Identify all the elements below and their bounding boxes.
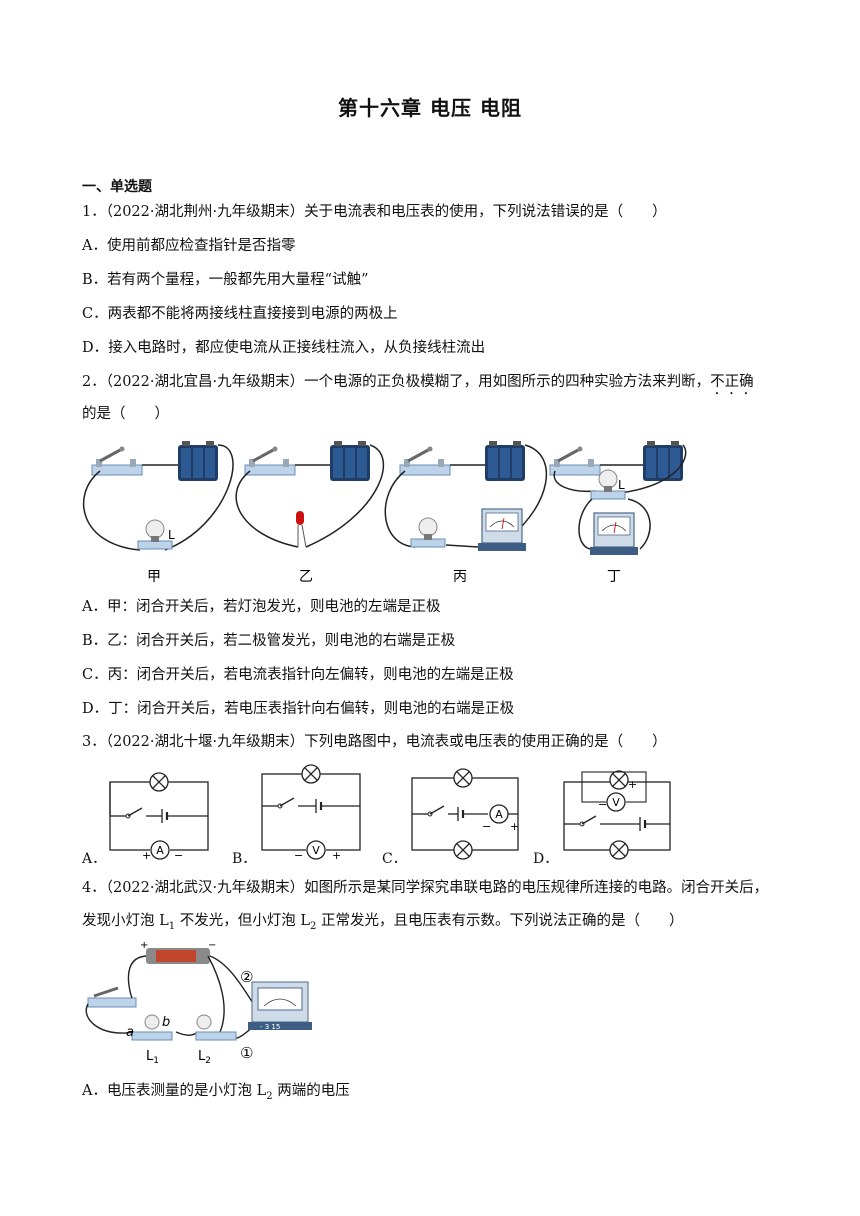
minus-a: −: [174, 849, 183, 862]
caption-jia: 甲: [147, 569, 161, 585]
q1-option-c: C．两表都不能将两接线柱直接接到电源的两极上: [82, 306, 398, 322]
label-b: b: [162, 1015, 170, 1030]
q3-option-a-label: A．: [82, 851, 107, 867]
q3-option-c-label: C．: [382, 851, 407, 867]
q2-stem-end: 的是（ ）: [82, 406, 169, 422]
q4-sub1: 1: [168, 920, 176, 932]
page-title: 第十六章 电压 电阻: [338, 96, 522, 120]
circuit-d: V − +: [563, 770, 671, 860]
plus-a: +: [142, 849, 151, 862]
q1-stem: 1．（2022·湖北荆州·九年级期末）关于电流表和电压表的使用，下列说法错误的是…: [82, 204, 667, 220]
q1-option-b: B．若有两个量程，一般都先用大量程“试触”: [82, 272, 369, 288]
caption-yi: 乙: [299, 569, 313, 585]
voltmeter-ticks: - 3 15: [260, 1023, 280, 1031]
meter-label-a: A: [156, 844, 164, 857]
plus-c: +: [510, 820, 519, 833]
experiment-ding: L: [548, 441, 687, 556]
meter-label-c: A: [495, 808, 503, 821]
caption-bing: 丙: [453, 569, 467, 585]
circuit-a: A + −: [109, 772, 209, 862]
circuit-b: V − +: [261, 764, 361, 862]
battery-plus: +: [140, 940, 148, 951]
experiment-bing: [384, 441, 548, 552]
q1-option-a: A．使用前都应检查指针是否指零: [82, 238, 296, 254]
label-a: a: [126, 1025, 134, 1040]
q4-option-a-text-end: 两端的电压: [272, 1083, 350, 1099]
q3-option-b-label: B．: [232, 851, 257, 867]
battery-minus: −: [208, 940, 216, 951]
plus-d: +: [628, 778, 637, 791]
q2-stem-text: 2．（2022·湖北宜昌·九年级期末）一个电源的正负极模糊了，用如图所示的四种实…: [82, 374, 711, 390]
q4-option-a-text: A．电压表测量的是小灯泡 L: [82, 1083, 267, 1099]
experiment-yi: [235, 441, 385, 548]
minus-b: −: [294, 849, 303, 862]
label-circle-2: ②: [240, 968, 253, 986]
q1-option-d: D．接入电路时，都应使电流从正接线柱流入，从负接线柱流出: [82, 340, 486, 356]
lamp-label-jia: L: [168, 528, 175, 542]
caption-ding: 丁: [607, 569, 621, 585]
q4-figure: + − - 3 15 a b L1 L2 ① ②: [85, 940, 312, 1066]
q4-option-a: A．电压表测量的是小灯泡 L2 两端的电压: [82, 1081, 350, 1107]
minus-c: −: [482, 820, 491, 833]
label-l1: L1: [146, 1049, 159, 1066]
q3-stem: 3．（2022·湖北十堰·九年级期末）下列电路图中，电流表或电压表的使用正确的是…: [82, 734, 667, 750]
plus-b: +: [332, 849, 341, 862]
section-heading: 一、单选题: [82, 179, 152, 195]
experiment-jia: L: [82, 441, 234, 551]
q4-sub2: 2: [309, 920, 317, 932]
q4-stem-part2: 不发光，但小灯泡 L: [175, 913, 310, 929]
q2-option-d: D．丁：闭合开关后，若电压表指针向右偏转，则电池的右端是正极: [82, 701, 515, 717]
q4-option-a-sub: 2: [266, 1090, 273, 1102]
circuit-c: A − +: [411, 768, 519, 860]
q3-circuits: A + − V − + A: [109, 764, 671, 862]
q3-option-d-label: D．: [533, 851, 559, 867]
q2-option-c: C．丙：闭合开关后，若电流表指针向左偏转，则电池的左端是正极: [82, 667, 514, 683]
q4-stem-part3: 正常发光，且电压表有示数。下列说法正确的是（ ）: [316, 913, 684, 929]
meter-label-d: V: [612, 796, 620, 809]
q4-stem-2: 发现小灯泡 L1 不发光，但小灯泡 L2 正常发光，且电压表有示数。下列说法正确…: [82, 911, 683, 937]
q2-figure: L L 甲 乙 丙 丁: [82, 441, 687, 585]
diode-led: [296, 511, 304, 525]
q2-option-b: B．乙：闭合开关后，若二极管发光，则电池的右端是正极: [82, 633, 456, 649]
label-l2: L2: [198, 1049, 211, 1066]
meter-label-b: V: [312, 844, 320, 857]
minus-d: −: [598, 798, 607, 811]
q4-stem-part1: 发现小灯泡 L: [82, 913, 169, 929]
q2-option-a: A．甲：闭合开关后，若灯泡发光，则电池的左端是正极: [82, 599, 441, 615]
label-circle-1: ①: [240, 1044, 253, 1062]
q4-stem-1: 4．（2022·湖北武汉·九年级期末）如图所示是某同学探究串联电路的电压规律所连…: [82, 880, 769, 896]
q2-stem: 2．（2022·湖北宜昌·九年级期末）一个电源的正负极模糊了，用如图所示的四种实…: [82, 372, 754, 398]
lamp-label-ding: L: [618, 478, 625, 492]
q2-stem-emphasis: 不正确: [710, 374, 754, 390]
